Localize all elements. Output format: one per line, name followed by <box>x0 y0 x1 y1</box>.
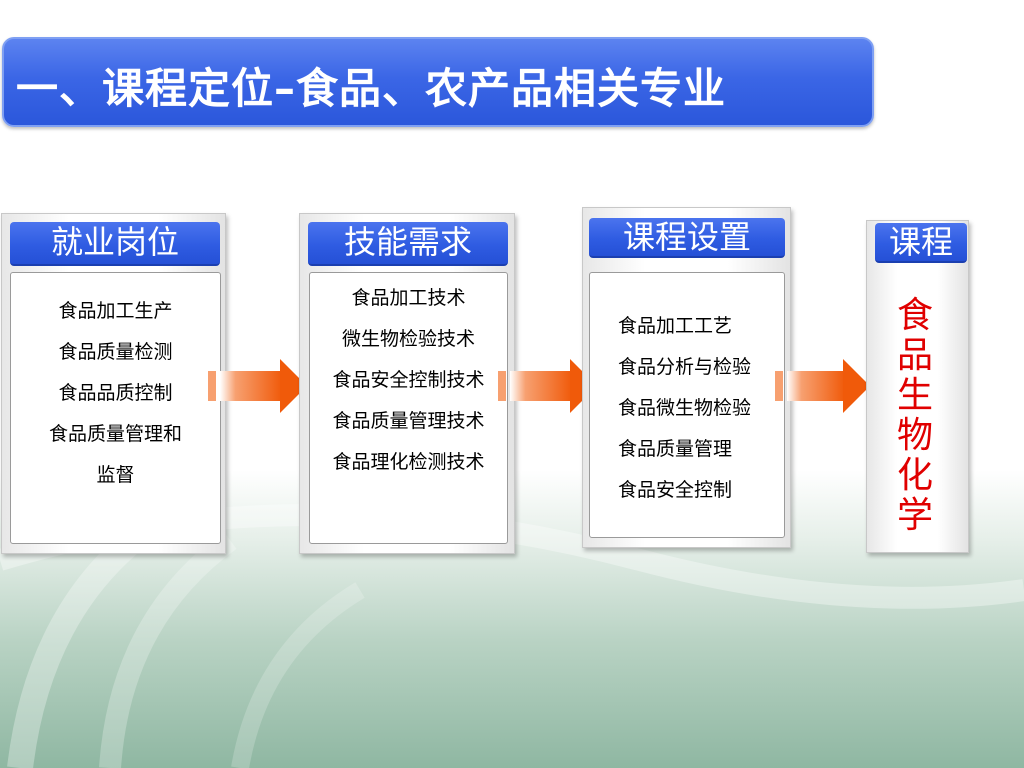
list-item: 食品微生物检验 <box>618 397 752 419</box>
arrow-right-icon <box>208 359 307 413</box>
card-header-curriculum: 课程设置 <box>589 218 785 258</box>
list-item: 食品质量管理技术 <box>332 410 485 432</box>
card-body-skills: 食品加工技术 微生物检验技术 食品安全控制技术 食品质量管理技术 食品理化检测技… <box>309 272 508 544</box>
list-item: 食品质量管理 <box>618 438 733 460</box>
arrow-right-icon <box>775 359 870 413</box>
list-item: 食品安全控制 <box>618 479 733 501</box>
course-name-char: 生 <box>896 375 933 416</box>
list-item: 监督 <box>96 464 135 486</box>
list-item: 食品品质控制 <box>58 382 173 404</box>
card-course: 课程 <box>866 220 969 553</box>
list-item: 微生物检验技术 <box>341 328 475 350</box>
card-body-curriculum: 食品加工工艺 食品分析与检验 食品微生物检验 食品质量管理 食品安全控制 <box>589 272 785 538</box>
list-item: 食品加工工艺 <box>618 315 733 337</box>
list-item: 食品质量管理和 <box>48 423 182 445</box>
card-curriculum: 课程设置 食品加工工艺 食品分析与检验 食品微生物检验 食品质量管理 食品安全控… <box>582 207 791 548</box>
card-header-course: 课程 <box>875 223 967 263</box>
course-name: 食 品 生 物 化 学 <box>890 296 940 536</box>
card-skills: 技能需求 食品加工技术 微生物检验技术 食品安全控制技术 食品质量管理技术 食品… <box>299 213 515 554</box>
list-item: 食品加工技术 <box>351 287 466 309</box>
course-name-char: 化 <box>896 455 933 496</box>
page-title: 一、课程定位–食品、农产品相关专业 <box>16 64 727 113</box>
card-body-employment: 食品加工生产 食品质量检测 食品品质控制 食品质量管理和 监督 <box>10 272 221 544</box>
card-employment: 就业岗位 食品加工生产 食品质量检测 食品品质控制 食品质量管理和 监督 <box>1 213 226 554</box>
course-name-char: 物 <box>896 415 933 456</box>
list-item: 食品加工生产 <box>58 300 173 322</box>
list-item: 食品质量检测 <box>58 341 173 363</box>
list-item: 食品理化检测技术 <box>332 451 485 473</box>
course-name-char: 食 <box>896 295 933 336</box>
list-item: 食品安全控制技术 <box>332 369 485 391</box>
course-name-char: 学 <box>896 495 933 536</box>
title-bar: 一、课程定位–食品、农产品相关专业 <box>2 37 874 127</box>
list-item: 食品分析与检验 <box>618 356 752 378</box>
card-header-employment: 就业岗位 <box>10 222 220 266</box>
card-header-skills: 技能需求 <box>308 222 508 266</box>
course-name-char: 品 <box>896 335 933 376</box>
